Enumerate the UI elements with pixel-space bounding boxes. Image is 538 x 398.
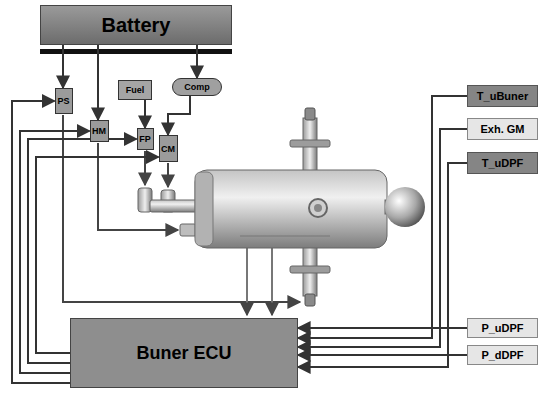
port [309, 199, 327, 217]
heater-plug [180, 224, 196, 236]
node-text: T_uBuner [477, 90, 528, 102]
top-nut [305, 108, 315, 120]
sensor-label: P_uDPF [467, 318, 538, 338]
bus-bar [40, 49, 232, 54]
node-text: P_uDPF [481, 322, 523, 334]
fuel-pump-box: FP [137, 128, 154, 150]
compressor-module-box: CM [159, 135, 178, 162]
end-cap [195, 172, 213, 246]
power-switch-box: PS [55, 88, 73, 114]
signal-connector [168, 96, 190, 135]
signal-connector [298, 96, 467, 338]
sensor-label: T_uBuner [467, 85, 538, 107]
body-seam [240, 236, 330, 237]
node-text: HM [92, 126, 106, 136]
signal-connector [144, 100, 146, 128]
burner-body [195, 170, 387, 248]
node-text: T_uDPF [482, 157, 524, 169]
signal-connector [97, 45, 99, 120]
node-text: P_dDPF [481, 349, 523, 361]
sensor-wire [246, 240, 248, 315]
node-text: Battery [102, 14, 171, 37]
top-plate [290, 140, 330, 147]
air-line [167, 163, 169, 187]
node-text: Buner ECU [136, 343, 231, 364]
signal-connector [298, 327, 467, 329]
signal-connector [298, 354, 467, 356]
signal-connector [298, 129, 467, 347]
sensor-label: T_uDPF [467, 152, 538, 174]
node-text: Exh. GM [480, 123, 524, 135]
signal-connector [62, 45, 64, 88]
node-text: Comp [184, 82, 210, 92]
node-text: FP [139, 134, 151, 144]
fuel-tank-box: Fuel [118, 80, 152, 100]
signal-connector [196, 45, 198, 78]
outlet-ball [385, 187, 425, 227]
nozzle-tube [150, 200, 197, 212]
bottom-plate [290, 266, 330, 273]
ecu-box: Buner ECU [70, 318, 298, 388]
sensor-wire [271, 240, 273, 315]
sensor-label: Exh. GM [467, 118, 538, 140]
node-text: Fuel [126, 85, 145, 95]
heater-module-box: HM [90, 120, 109, 142]
node-text: PS [57, 96, 69, 106]
battery-box: Battery [40, 5, 232, 45]
node-text: CM [161, 144, 175, 154]
signal-connector [298, 163, 467, 367]
sensor-label: P_dDPF [467, 345, 538, 365]
spark-plug [305, 294, 315, 306]
compressor-box: Comp [172, 78, 222, 96]
port-core [314, 204, 322, 212]
